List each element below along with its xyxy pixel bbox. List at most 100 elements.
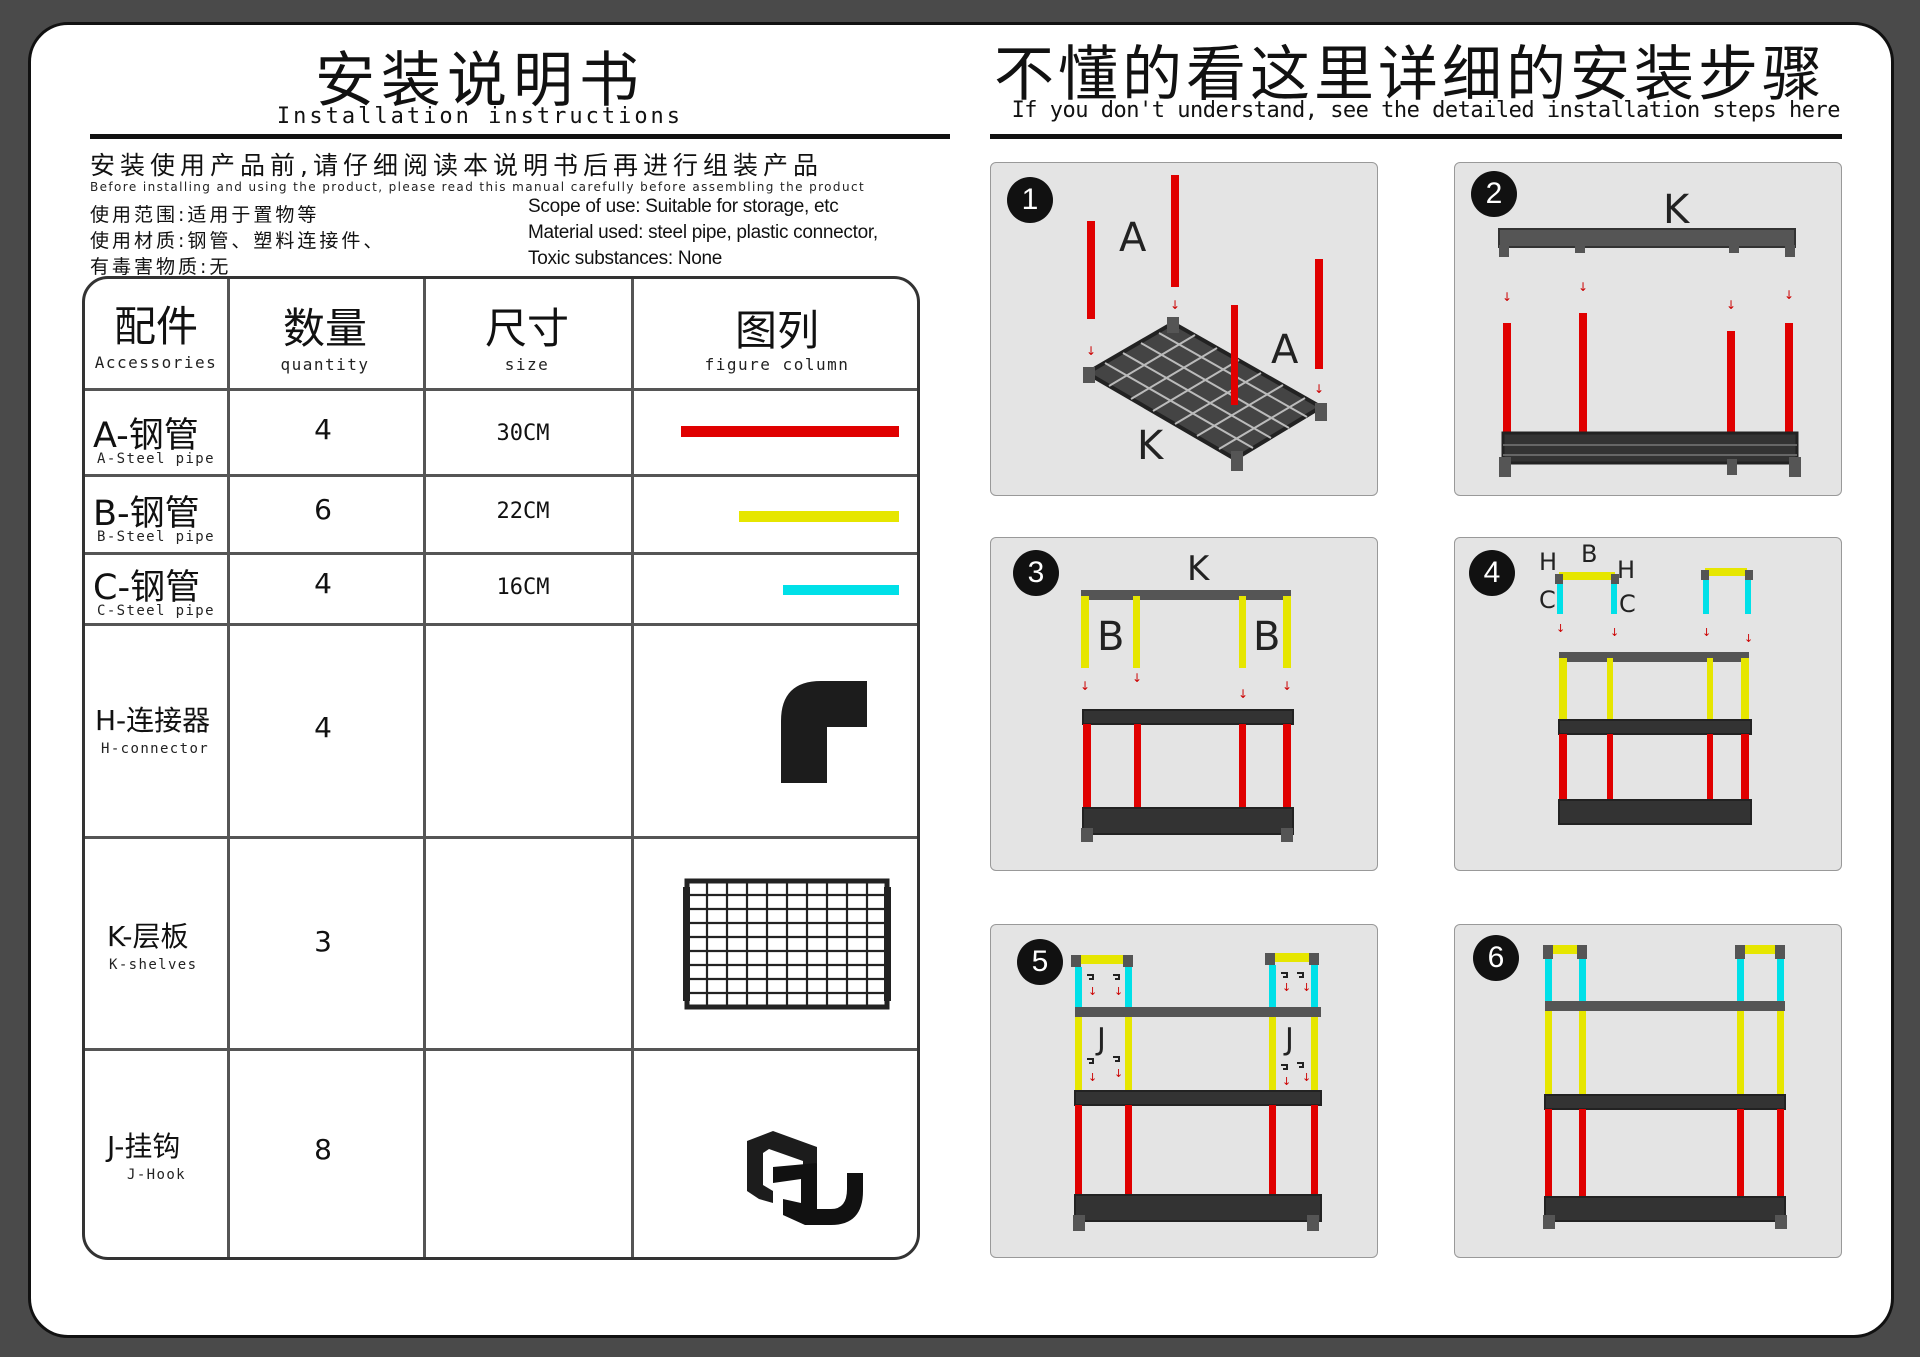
row-a-name: A-钢管: [93, 416, 199, 456]
row-j-name-en: J-Hook: [127, 1167, 186, 1183]
svg-text:↓: ↓: [1744, 632, 1753, 645]
red-pipe: [681, 426, 899, 437]
step-3-label-b: B: [1253, 614, 1280, 660]
header-accessories-en: Accessories: [94, 353, 218, 372]
svg-text:↓: ↓: [1282, 679, 1292, 693]
steps-subtitle: If you don't understand, see the detaile…: [1011, 98, 1841, 123]
steps-divider: [990, 134, 1842, 139]
row-a-name-en: A-Steel pipe: [97, 451, 215, 467]
toxic-cn: 有毒害物质:无: [90, 256, 232, 278]
pipe-a: [1315, 259, 1323, 369]
row-divider: [85, 552, 917, 555]
step-5-panel: ↓↓↓↓ ↓↓↓↓ J J 5: [990, 924, 1378, 1258]
shelf-k: [1081, 590, 1291, 600]
header-quantity-en: quantity: [280, 355, 370, 374]
material-cn: 使用材质:钢管、塑料连接件、: [90, 230, 386, 252]
step-5-illustration: ↓↓↓↓ ↓↓↓↓ J J: [1071, 953, 1322, 1231]
svg-text:↓: ↓: [1282, 981, 1291, 994]
header-quantity: 数量: [282, 304, 367, 353]
row-h-name: H-连接器: [95, 704, 211, 737]
notice-en: Before installing and using the product,…: [90, 180, 866, 194]
svg-text:↓: ↓: [1088, 1071, 1097, 1084]
step-4-label-h: H: [1617, 556, 1635, 584]
step-3-label-b: B: [1097, 614, 1124, 660]
step-1-label-a: A: [1119, 215, 1147, 261]
row-a-qty: 4: [314, 413, 332, 446]
shelf-k: [1082, 807, 1294, 835]
header-size: 尺寸: [484, 304, 569, 353]
step-1-label-k: K: [1137, 423, 1165, 469]
scope-cn: 使用范围:适用于置物等: [90, 204, 320, 226]
step-2-label-k: K: [1663, 187, 1691, 233]
yellow-pipe: [739, 511, 899, 522]
toxic-en: Toxic substances: None: [528, 248, 723, 269]
header-size-en: size: [504, 355, 550, 374]
notice-cn: 安装使用产品前,请仔细阅读本说明书后再进行组装产品: [90, 151, 823, 180]
row-j-qty: 8: [314, 1133, 332, 1166]
svg-text:↓: ↓: [1502, 290, 1512, 304]
col-divider: [423, 279, 426, 1257]
col-divider: [631, 279, 634, 1257]
shelf-k: [1501, 431, 1799, 465]
header-figure: 图列: [734, 306, 819, 355]
steps-title: 不懂的看这里详细的安装步骤: [994, 40, 1826, 110]
row-b-qty: 6: [314, 493, 332, 526]
row-divider: [85, 623, 917, 626]
svg-text:↓: ↓: [1610, 626, 1619, 639]
step-1-badge: 1: [1007, 177, 1053, 223]
step-2-panel: ↓↓↓↓ K 2: [1454, 162, 1842, 496]
step-4-badge: 4: [1469, 550, 1515, 596]
row-divider: [85, 1048, 917, 1051]
pipe-a: [1579, 313, 1587, 445]
pipe-a: [1171, 175, 1179, 287]
header-figure-en: figure column: [704, 355, 850, 374]
svg-text:↓: ↓: [1080, 679, 1090, 693]
pipe-a: [1231, 305, 1238, 405]
col-divider: [227, 279, 230, 1257]
cyan-pipe: [783, 585, 899, 595]
row-divider: [85, 836, 917, 839]
svg-text:↓: ↓: [1238, 687, 1248, 701]
row-a-size: 30CM: [496, 421, 550, 446]
svg-text:↓: ↓: [1302, 1071, 1311, 1084]
step-1-panel: ↓↓↓ A A K 1: [990, 162, 1378, 496]
step-4-label-h: H: [1539, 548, 1557, 576]
svg-text:↓: ↓: [1114, 985, 1123, 998]
header-divider: [90, 134, 950, 139]
step-4-label-c: C: [1539, 586, 1556, 614]
step-4-label-b: B: [1581, 540, 1597, 568]
step-3-badge: 3: [1013, 550, 1059, 596]
step-5-label-j: J: [1095, 1022, 1106, 1057]
step-4-panel: ↓↓↓↓ H B H C C 4: [1454, 537, 1842, 871]
pipe-a: [1087, 221, 1095, 319]
row-c-name-en: C-Steel pipe: [97, 603, 215, 619]
row-b-size: 22CM: [496, 499, 550, 524]
material-en: Material used: steel pipe, plastic conne…: [528, 222, 878, 243]
accessories-table: 配件 Accessories 数量 quantity 尺寸 size 图列 fi…: [82, 276, 920, 1260]
step-3-label-k: K: [1187, 549, 1211, 589]
header-accessories: 配件: [113, 302, 198, 351]
row-divider: [85, 474, 917, 477]
step-4-label-c: C: [1619, 590, 1636, 618]
step-3-illustration: ↓ ↓ ↓ ↓ K B B: [1080, 549, 1294, 842]
step-4-illustration: ↓↓↓↓ H B H C C: [1539, 540, 1753, 825]
step-5-badge: 5: [1017, 939, 1063, 985]
svg-text:↓: ↓: [1784, 288, 1794, 302]
manual-title: 安装说明书: [315, 46, 645, 116]
elbow-connector-icon: [781, 681, 867, 783]
shelf-k: [1083, 317, 1327, 471]
row-divider: [85, 388, 917, 391]
pipe-a: [1785, 323, 1793, 445]
svg-text:↓: ↓: [1282, 1075, 1291, 1088]
row-h-name-en: H-connector: [101, 741, 210, 757]
svg-text:↓: ↓: [1088, 985, 1097, 998]
svg-text:↓: ↓: [1132, 671, 1142, 685]
row-k-qty: 3: [314, 925, 332, 958]
row-k-name-en: K-shelves: [109, 957, 198, 973]
step-1-label-a: A: [1271, 327, 1299, 373]
svg-text:↓: ↓: [1170, 298, 1180, 312]
row-c-size: 16CM: [496, 575, 550, 600]
svg-text:↓: ↓: [1578, 280, 1588, 294]
svg-text:↓: ↓: [1114, 1067, 1123, 1080]
svg-text:↓: ↓: [1726, 298, 1736, 312]
